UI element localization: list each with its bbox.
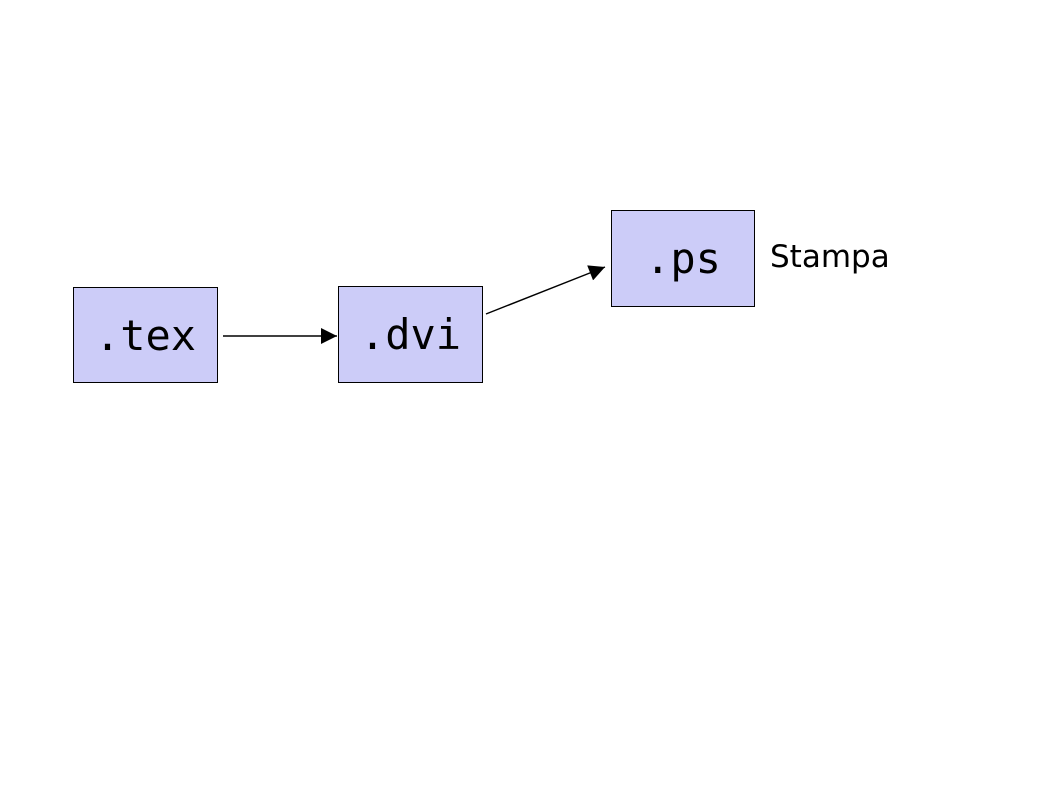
arrow-dvi-to-ps-icon: [485, 265, 606, 315]
stampa-label: Stampa: [770, 239, 890, 275]
node-ps-label: .ps: [645, 234, 721, 283]
node-tex: .tex: [73, 287, 218, 383]
node-ps: .ps: [611, 210, 755, 307]
node-dvi-label: .dvi: [359, 310, 462, 359]
node-dvi: .dvi: [338, 286, 483, 383]
node-tex-label: .tex: [94, 310, 197, 360]
